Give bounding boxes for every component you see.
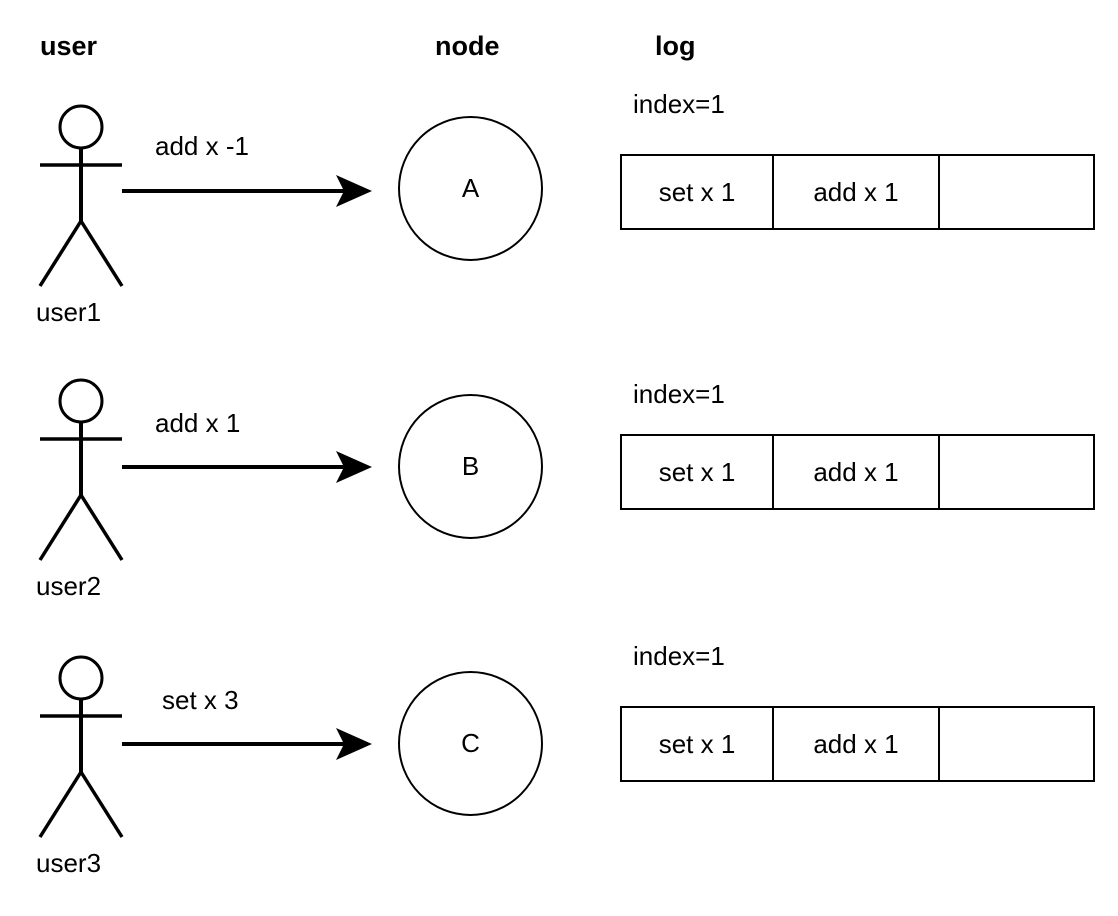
message-label-row-3: set x 3: [162, 685, 239, 715]
log-table-row-1: set x 1 add x 1: [620, 154, 1095, 230]
log-cell[interactable]: set x 1: [622, 156, 774, 228]
index-label-row-1: index=1: [633, 89, 725, 119]
log-cell[interactable]: add x 1: [774, 708, 940, 780]
column-header-node: node: [435, 31, 500, 61]
message-label-row-2: add x 1: [155, 408, 241, 438]
index-label-row-3: index=1: [633, 641, 725, 671]
node-circle-c[interactable]: C: [398, 671, 543, 816]
log-cell[interactable]: add x 1: [774, 436, 940, 508]
log-cell[interactable]: add x 1: [774, 156, 940, 228]
actor-label-user1: user1: [36, 297, 102, 327]
node-label-a: A: [461, 173, 480, 203]
message-label-row-1: add x -1: [155, 131, 249, 161]
actor-label-user2: user2: [36, 571, 102, 601]
log-table-row-2: set x 1 add x 1: [620, 434, 1095, 510]
actor-label-user3: user3: [36, 848, 102, 878]
log-table-row-3: set x 1 add x 1: [620, 706, 1095, 782]
log-cell[interactable]: set x 1: [622, 708, 774, 780]
index-label-row-2: index=1: [633, 379, 725, 409]
log-cell[interactable]: [940, 708, 1093, 780]
node-circle-a[interactable]: A: [398, 116, 543, 261]
column-header-user: user: [40, 31, 98, 61]
node-label-b: B: [461, 451, 480, 481]
node-circle-b[interactable]: B: [398, 394, 543, 539]
log-cell[interactable]: set x 1: [622, 436, 774, 508]
node-label-c: C: [461, 728, 480, 758]
column-header-log: log: [655, 31, 696, 61]
